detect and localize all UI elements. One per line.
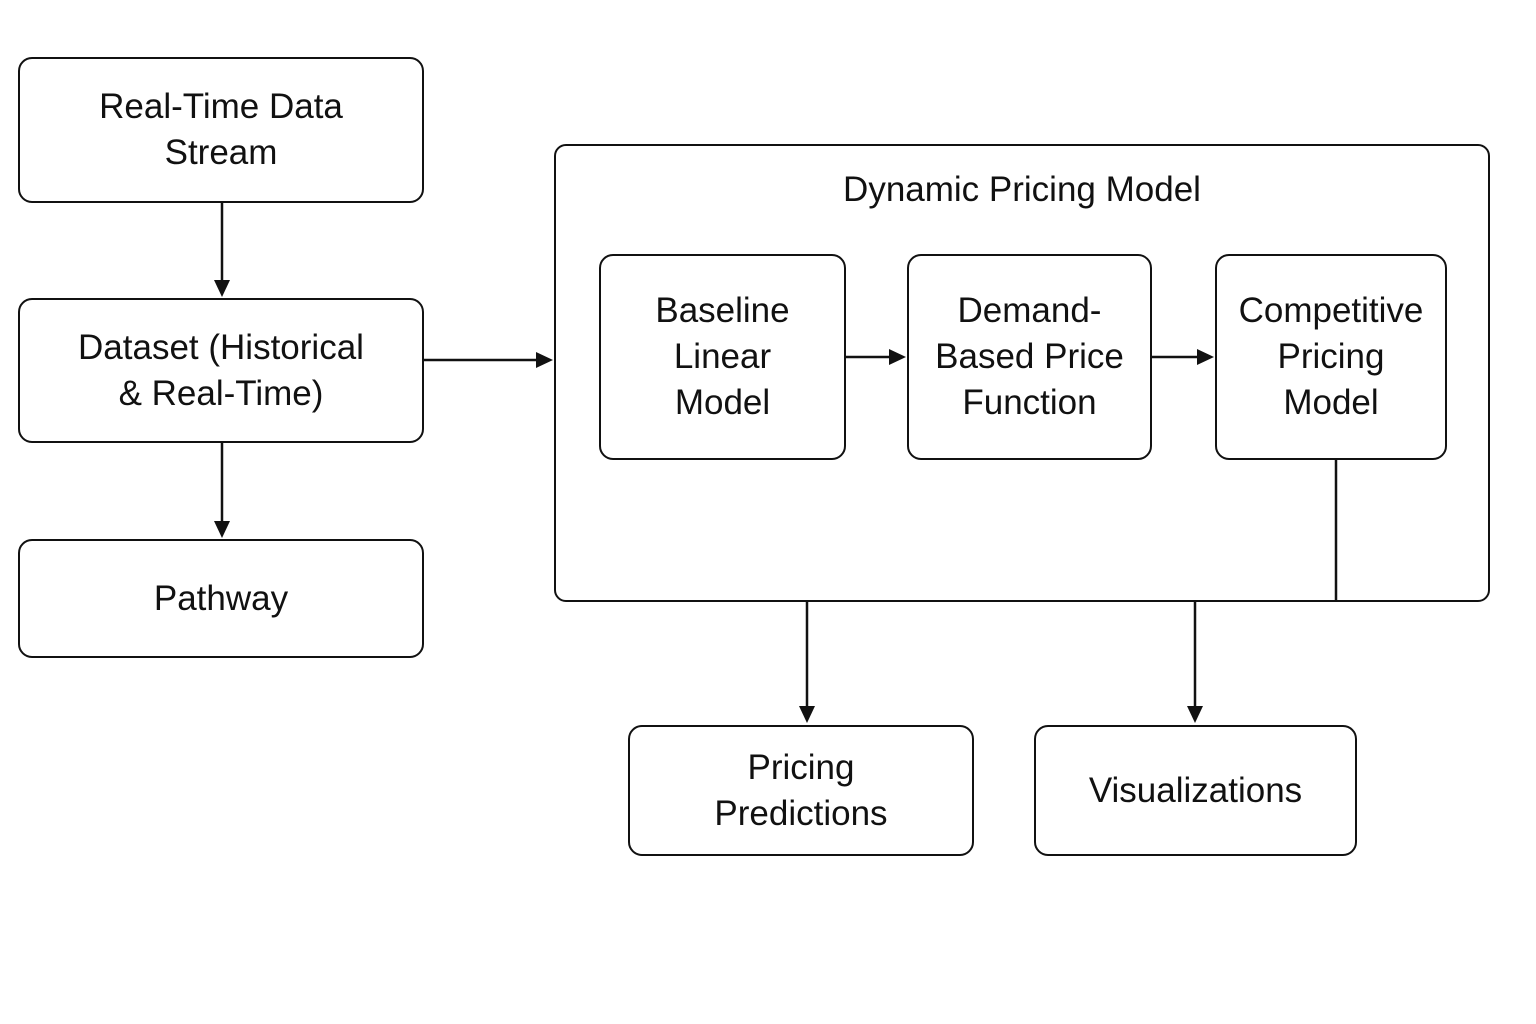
node-real-time-data-stream: Real-Time Data Stream xyxy=(18,57,424,203)
node-label-line: Linear xyxy=(673,337,772,376)
node-label-line: Pathway xyxy=(153,578,289,618)
node-label-line: Real-Time Data xyxy=(99,87,343,126)
node-label-line: & Real-Time) xyxy=(118,373,324,413)
node-label-line: Model xyxy=(1283,383,1379,422)
container-title: Dynamic Pricing Model xyxy=(843,170,1201,209)
dynamic-pricing-model-container: Dynamic Pricing Model xyxy=(554,144,1490,602)
node-label-line: Predictions xyxy=(714,793,888,833)
edge-stream-to-dataset xyxy=(214,203,230,297)
node-dataset: Dataset (Historical & Real-Time) xyxy=(18,298,424,443)
node-pricing-predictions: Pricing Predictions xyxy=(628,725,974,856)
edge-model-to-visualizations xyxy=(1187,602,1203,723)
node-label-line: Based Price xyxy=(935,337,1124,376)
node-pathway: Pathway xyxy=(18,539,424,658)
node-label-line: Competitive xyxy=(1238,291,1424,330)
edge-model-to-predictions xyxy=(799,602,815,723)
node-label-line: Dataset (Historical xyxy=(78,327,364,367)
node-label-line: Demand- xyxy=(957,291,1102,330)
node-label-line: Function xyxy=(962,383,1097,422)
node-visualizations: Visualizations xyxy=(1034,725,1357,856)
node-label-line: Pricing xyxy=(1277,337,1385,376)
node-label-line: Baseline xyxy=(655,291,790,330)
edge-dataset-to-pathway xyxy=(214,443,230,538)
node-demand-based-price-function: Demand- Based Price Function xyxy=(907,254,1152,460)
node-label-line: Model xyxy=(674,383,771,422)
node-competitive-pricing-model: Competitive Pricing Model xyxy=(1215,254,1447,460)
node-label-line: Stream xyxy=(164,133,278,172)
node-baseline-linear-model: Baseline Linear Model xyxy=(599,254,846,460)
edge-dataset-to-model xyxy=(424,352,553,368)
node-label-line: Pricing xyxy=(747,747,855,787)
node-label-line: Visualizations xyxy=(1088,770,1303,810)
